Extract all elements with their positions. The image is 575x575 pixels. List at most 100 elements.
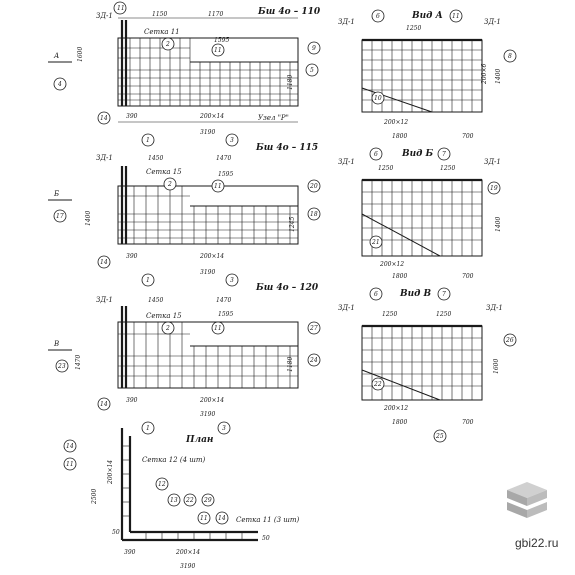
svg-text:1470: 1470	[216, 297, 231, 304]
svg-text:1180: 1180	[287, 75, 294, 90]
panel-bsh-120: Бш 4о – 120 1450 1470 1595 Сетка 15 ЗД-1…	[48, 283, 321, 435]
svg-text:1800: 1800	[392, 273, 407, 280]
svg-text:2: 2	[165, 325, 170, 332]
svg-text:1450: 1450	[148, 155, 163, 162]
svg-text:ЗД-1: ЗД-1	[486, 304, 503, 312]
svg-text:7: 7	[442, 151, 446, 158]
cage-outline-110	[117, 37, 299, 107]
svg-text:1800: 1800	[392, 133, 407, 140]
svg-text:ЗД-1: ЗД-1	[96, 154, 113, 162]
svg-text:29: 29	[203, 497, 212, 504]
svg-text:ЗД-1: ЗД-1	[484, 18, 501, 26]
panel-bsh-110: Бш 4о – 110 1150 1170 1595 Сетка 11 ЗД-1…	[48, 1, 321, 147]
svg-text:ЗД-1: ЗД-1	[96, 296, 113, 304]
svg-text:200×12: 200×12	[383, 119, 408, 126]
svg-text:19: 19	[490, 185, 498, 192]
svg-text:Сетка 11 (3 шт): Сетка 11 (3 шт)	[236, 516, 300, 524]
dim-390: 390	[126, 113, 138, 120]
svg-text:14: 14	[218, 515, 226, 522]
svg-text:2: 2	[167, 181, 172, 188]
svg-text:200×14: 200×14	[107, 460, 114, 485]
svg-text:11: 11	[214, 325, 222, 332]
gbi-logo-icon	[507, 482, 547, 518]
svg-text:200×6: 200×6	[481, 64, 488, 85]
svg-text:Вид В: Вид В	[399, 289, 432, 299]
svg-text:50: 50	[112, 529, 120, 536]
svg-text:6: 6	[374, 151, 378, 158]
dim-1150: 1150	[152, 11, 167, 18]
svg-text:1450: 1450	[148, 297, 163, 304]
svg-text:1: 1	[146, 277, 150, 284]
svg-text:3: 3	[222, 425, 226, 432]
svg-text:8: 8	[508, 53, 512, 60]
svg-text:11: 11	[66, 461, 74, 468]
svg-text:11: 11	[214, 47, 222, 54]
svg-text:1250: 1250	[440, 165, 455, 172]
svg-text:390: 390	[126, 397, 138, 404]
svg-text:22: 22	[185, 497, 194, 504]
label-uzel: Узел "Р"	[258, 114, 289, 122]
svg-text:1: 1	[146, 425, 150, 432]
dim-1595: 1595	[214, 37, 229, 44]
panel-plan: План Сетка 12 (4 шт) Сетка 11 (3 шт) 250…	[63, 428, 300, 570]
svg-text:10: 10	[374, 95, 382, 102]
svg-text:17: 17	[56, 213, 64, 220]
mesh-grid-120	[118, 322, 298, 388]
svg-text:1: 1	[146, 137, 150, 144]
svg-text:1250: 1250	[378, 165, 393, 172]
svg-text:Сетка 15: Сетка 15	[146, 312, 182, 320]
panel-bsh-115: Бш 4о – 115 1450 1470 1595 Сетка 15 ЗД-1…	[48, 143, 321, 287]
svg-text:2: 2	[165, 41, 170, 48]
svg-text:700: 700	[462, 273, 474, 280]
svg-text:1400: 1400	[495, 217, 502, 232]
svg-text:18: 18	[310, 211, 318, 218]
svg-text:ЗД-1: ЗД-1	[484, 158, 501, 166]
svg-text:1250: 1250	[406, 25, 421, 32]
svg-text:13: 13	[170, 497, 178, 504]
svg-text:7: 7	[442, 291, 446, 298]
svg-text:6: 6	[376, 13, 380, 20]
svg-text:4: 4	[57, 81, 62, 88]
svg-text:24: 24	[309, 357, 318, 364]
svg-text:1180: 1180	[287, 357, 294, 372]
svg-text:1595: 1595	[218, 311, 233, 318]
svg-text:200×14: 200×14	[175, 549, 200, 556]
svg-text:Сетка 15: Сетка 15	[146, 168, 182, 176]
dim-1170: 1170	[208, 11, 223, 18]
svg-text:3190: 3190	[200, 411, 215, 418]
svg-text:1595: 1595	[218, 171, 233, 178]
svg-text:390: 390	[126, 253, 138, 260]
svg-text:1400: 1400	[495, 69, 502, 84]
svg-text:14: 14	[100, 401, 108, 408]
svg-text:1600: 1600	[77, 47, 84, 62]
svg-text:11: 11	[200, 515, 208, 522]
panel-vid-b: Вид Б 1250 1250 200×12 1800 700 1400 ЗД-…	[307, 147, 502, 280]
svg-text:1470: 1470	[75, 355, 82, 370]
svg-text:200×14: 200×14	[199, 397, 224, 404]
mesh-grid-115	[118, 186, 298, 244]
svg-text:5: 5	[310, 67, 314, 74]
svg-text:ЗД-1: ЗД-1	[338, 18, 355, 26]
svg-text:Бш 4о – 120: Бш 4о – 120	[255, 283, 319, 293]
title-bsh-115: Бш 4о – 115	[255, 143, 318, 153]
svg-text:21: 21	[371, 239, 380, 246]
svg-text:1800: 1800	[392, 419, 407, 426]
svg-text:9: 9	[312, 45, 316, 52]
svg-text:1600: 1600	[493, 359, 500, 374]
svg-text:3: 3	[230, 137, 234, 144]
svg-text:700: 700	[462, 419, 474, 426]
plan-ties	[122, 445, 243, 540]
title-bsh-110: Бш 4о – 110	[257, 7, 321, 17]
svg-text:3190: 3190	[200, 269, 215, 276]
svg-text:390: 390	[124, 549, 136, 556]
svg-text:14: 14	[66, 443, 74, 450]
title-vid-a: Вид А	[411, 11, 443, 21]
mesh-grid-110	[118, 38, 298, 106]
svg-text:11: 11	[452, 13, 460, 20]
watermark-text: gbi22.ru	[515, 536, 559, 550]
svg-text:3190: 3190	[180, 563, 195, 570]
svg-text:ЗД-1: ЗД-1	[338, 304, 355, 312]
mesh-grid-vid-a	[362, 40, 482, 112]
label-zd1: ЗД-1	[96, 12, 113, 20]
